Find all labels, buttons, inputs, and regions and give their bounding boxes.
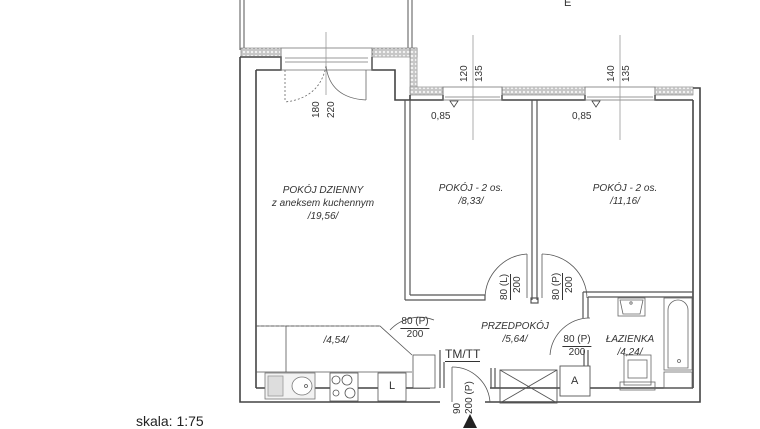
window2-height: 135 <box>621 65 632 82</box>
room-living: POKÓJ DZIENNY z aneksem kuchennym /19,56… <box>272 184 374 223</box>
room-hall-name: PRZEDPOKÓJ <box>481 321 549 332</box>
kitchen-counter <box>256 325 436 402</box>
room-living-subtitle: z aneksem kuchennym <box>271 198 375 209</box>
scale-label: skala: 1:75 <box>136 413 204 429</box>
window2-width: 140 <box>606 65 617 82</box>
room1-door-width: 80 (L) <box>499 273 511 300</box>
balcony-door-width: 180 <box>311 101 322 118</box>
windows <box>280 32 656 140</box>
window2-sill: 0,85 <box>572 111 592 122</box>
living-door-width: 80 (P) <box>400 316 430 329</box>
room-bedroom-1-area: /8,33/ <box>458 196 484 207</box>
room-bathroom-name: ŁAZIENKA <box>605 334 655 345</box>
entry-door-width: 90 <box>452 402 463 414</box>
window1-width: 120 <box>459 65 470 82</box>
installation-shaft <box>499 365 591 404</box>
room-hall: PRZEDPOKÓJ /5,64/ <box>481 320 549 346</box>
window1-height: 135 <box>474 65 485 82</box>
room-living-name: POKÓJ DZIENNY <box>282 185 364 196</box>
balcony-door-swings <box>284 65 367 103</box>
room-living-area: /19,56/ <box>307 211 339 222</box>
room-bedroom-2: POKÓJ - 2 os. /11,16/ <box>593 182 657 208</box>
window1-sill: 0,85 <box>431 111 451 122</box>
room2-door-width: 80 (P) <box>551 272 563 300</box>
room-bedroom-2-area: /11,16/ <box>610 196 640 207</box>
balcony <box>239 0 413 50</box>
room-hall-area: /5,64/ <box>502 334 528 345</box>
compass-direction: E <box>564 0 572 9</box>
bath-door-height: 200 <box>568 347 586 358</box>
partitions <box>404 100 693 388</box>
living-door-height: 200 <box>406 329 424 340</box>
installation-shaft-label: TM/TT <box>445 347 481 362</box>
room-kitchen-area: /4,54/ <box>323 335 349 346</box>
room-bathroom-area: /4,24/ <box>617 347 643 358</box>
door-swings <box>389 253 591 403</box>
room-bedroom-2-name: POKÓJ - 2 os. <box>592 183 658 194</box>
fridge-symbol: L <box>389 380 396 392</box>
entrance-arrow <box>463 414 477 428</box>
bathroom-fixtures <box>617 297 693 391</box>
room-bedroom-1: POKÓJ - 2 os. /8,33/ <box>439 182 503 208</box>
room-bedroom-1-name: POKÓJ - 2 os. <box>438 183 504 194</box>
washer-symbol: A <box>571 375 579 387</box>
entry-door-height: 200 (P) <box>464 381 475 414</box>
room2-door-height: 200 <box>564 276 575 293</box>
living-door-label: 80 (P) 200 <box>400 316 430 341</box>
room-bathroom: ŁAZIENKA /4,24/ <box>606 333 654 359</box>
balcony-door-height: 220 <box>326 101 337 118</box>
bath-door-label: 80 (P) 200 <box>562 334 592 359</box>
room-kitchen: /4,54/ <box>323 334 348 347</box>
bath-door-width: 80 (P) <box>562 334 592 347</box>
room1-door-height: 200 <box>512 276 523 293</box>
